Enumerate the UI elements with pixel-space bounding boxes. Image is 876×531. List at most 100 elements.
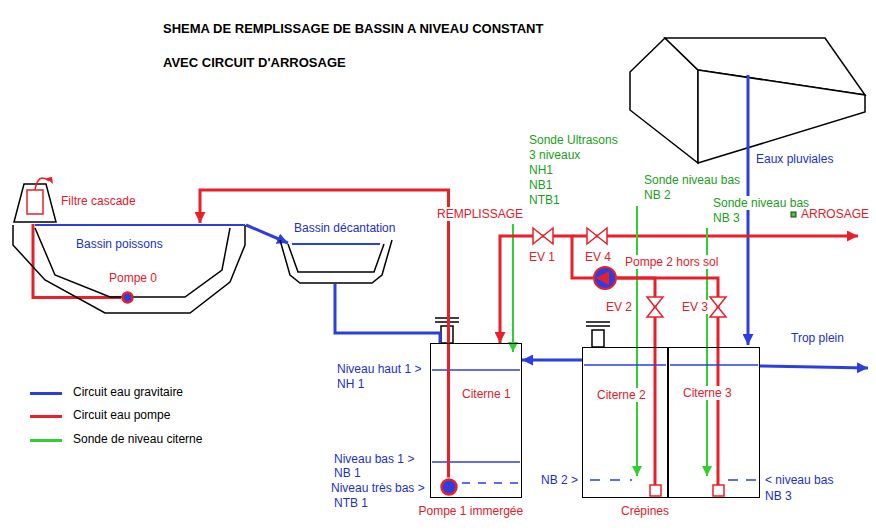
filter-symbol: Filtre cascade [13, 178, 57, 224]
diagram-label: ARROSAGE [800, 207, 870, 221]
cap-flange [586, 321, 610, 323]
shape-part [280, 240, 392, 283]
shape-part [123, 293, 133, 303]
suction-pipe [654, 347, 657, 485]
diagram-label: EV 2 [605, 300, 633, 314]
diagram-label: NTB1 [528, 193, 561, 207]
node-label: Citerne 1 [461, 387, 512, 401]
rain-pipe [747, 75, 750, 345]
level-line [432, 369, 520, 371]
shape-part [35, 228, 230, 297]
node-label: Filtre cascade [60, 194, 137, 208]
diagram-label: < niveau bas [764, 473, 834, 487]
overflow-pipe [760, 366, 868, 368]
tank: Citerne 3 [668, 347, 760, 498]
diagram-label: Niveau bas 1 > [333, 452, 415, 466]
diagram-label: NB 1 [333, 466, 362, 480]
strainer [713, 485, 724, 496]
shape-part [13, 225, 245, 313]
diagram-label: 3 niveaux [528, 148, 581, 162]
pipe-connector [200, 190, 449, 478]
shape-outline [440, 478, 458, 496]
level-line [670, 364, 758, 366]
level-line [728, 479, 756, 481]
cap-flange [586, 325, 610, 327]
diagram-label: NTB 1 [333, 496, 369, 510]
diagram-label: Niveau très bas > [330, 481, 426, 495]
shape-outline [13, 178, 57, 224]
pump-symbol: Pompe 2 hors sol [593, 266, 617, 290]
shape-part [35, 224, 245, 226]
diagram-label: NH 1 [336, 377, 365, 391]
legend-swatch [30, 439, 62, 442]
legend-label: Circuit eau gravitaire [72, 385, 184, 399]
shape-outline [280, 238, 392, 284]
shape-part [27, 190, 43, 214]
tank: Citerne 1 Pompe 1 immergée [430, 343, 522, 498]
legend-label: Sonde de niveau citerne [72, 432, 203, 446]
pump-symbol: Pompe 1 immergée [440, 478, 458, 496]
diagram-label: EV 3 [681, 300, 709, 314]
valve-symbol [647, 297, 663, 317]
shape-part [288, 244, 384, 272]
settling-tank: Bassin décantation [280, 238, 392, 284]
valve-symbol [710, 297, 726, 317]
shape-outline [121, 291, 134, 304]
node-label: Pompe 2 hors sol [624, 255, 719, 269]
watering-pipe [572, 235, 858, 238]
diagram-label: EV 4 [584, 250, 612, 264]
node-label: Citerne 2 [596, 388, 647, 402]
diagram-label: NH1 [528, 163, 554, 177]
diagram-label: Sonde niveau bas [712, 196, 810, 210]
shape-part [596, 271, 609, 285]
shape-part [35, 178, 49, 190]
legend-swatch [30, 415, 62, 418]
pump-symbol: Pompe 0 [121, 291, 134, 304]
level-line [432, 461, 520, 463]
fish-pond: Bassin poissonsPompe 0 [12, 223, 248, 315]
house-wall [698, 70, 865, 163]
shape-outline [593, 266, 617, 290]
diagram-label: Crépines [620, 504, 670, 518]
tank: Citerne 2 [582, 347, 668, 498]
diagram-label: EV 1 [528, 250, 556, 264]
level-line [462, 482, 518, 484]
diagram-label: NB 2 > [540, 473, 579, 487]
pipe-connector [335, 284, 440, 343]
pipe-connector [33, 224, 121, 298]
legend-swatch [30, 392, 62, 395]
diagram-label: Eaux pluviales [755, 152, 834, 166]
valve-symbol [533, 228, 553, 244]
diagram-label: NB1 [528, 178, 553, 192]
diagram-label: NB 3 [712, 211, 741, 225]
edge-label: REMPLISSAGE [436, 207, 524, 221]
shape-part [533, 228, 726, 317]
diagram-title: SHEMA DE REMPLISSAGE DE BASSIN A NIVEAU … [162, 12, 569, 80]
level-line [590, 479, 632, 481]
node-label: Pompe 1 immergée [418, 504, 525, 518]
diagram-label: Niveau haut 1 > [336, 362, 422, 376]
pipe-connector [522, 359, 582, 362]
legend-label: Circuit eau pompe [72, 408, 171, 422]
diagram-label: Sonde Ultrasons [528, 133, 619, 147]
node-label: Citerne 3 [682, 386, 733, 400]
node-label: Pompe 0 [108, 271, 158, 285]
valve-symbol [587, 228, 607, 244]
shape-part [441, 479, 456, 494]
shape-part [594, 267, 616, 289]
watering-marker [791, 212, 796, 217]
pipe-connector [500, 236, 593, 343]
shape-part [46, 177, 53, 184]
suction-pipe [717, 347, 720, 485]
level-line [584, 364, 666, 366]
diagram-label: NB 3 [764, 489, 793, 503]
diagram-label: NB 2 [643, 188, 672, 202]
node-label: Bassin décantation [293, 221, 396, 235]
shape-part [292, 243, 380, 245]
diagram-label: Trop plein [790, 331, 845, 345]
pipe-connector [246, 225, 288, 243]
probe-line [636, 206, 638, 476]
strainer [650, 485, 661, 496]
node-label: Bassin poissons [75, 237, 164, 251]
